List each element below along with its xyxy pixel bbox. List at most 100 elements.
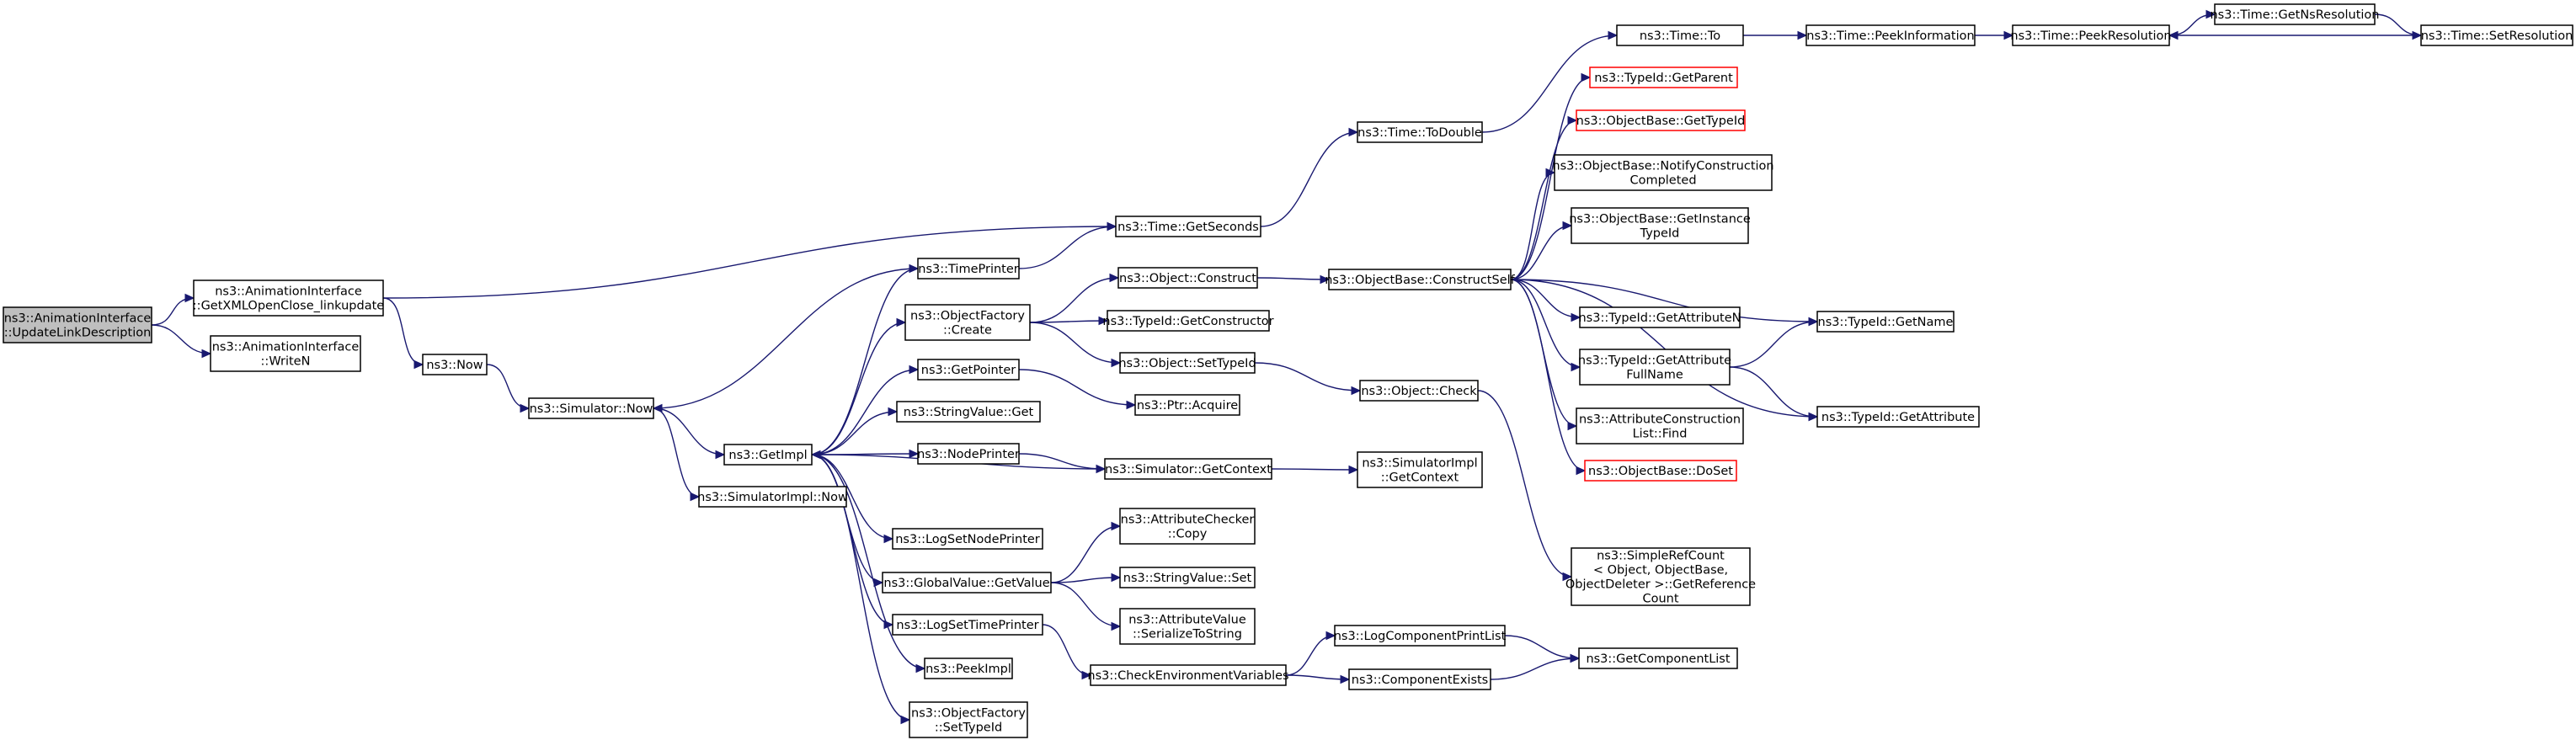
edge-arrowhead (2205, 9, 2216, 19)
edge-getimpl-to-objfactsettypeid (811, 454, 911, 725)
node-box (1584, 460, 1737, 482)
node-timeprinter[interactable]: ns3::TimePrinter (917, 258, 1020, 279)
node-simplerefcount[interactable]: ns3::SimpleRefCount< Object, ObjectBase,… (1565, 547, 1756, 606)
edge-line (1477, 390, 1572, 578)
node-box (3, 306, 152, 343)
node-label: ns3::ObjectFactory (911, 707, 1026, 721)
node-nodeprinter[interactable]: ns3::NodePrinter (917, 443, 1020, 465)
node-simgetcontext[interactable]: ns3::Simulator::GetContext (1104, 458, 1272, 480)
edge-line (1285, 635, 1336, 676)
edge-arrowhead (1808, 412, 1819, 422)
node-getimpl[interactable]: ns3::GetImpl (723, 444, 813, 466)
edge-arrowhead (2168, 30, 2179, 40)
edge-objbaseconstructself-to-objbasegettypeid (1510, 115, 1578, 280)
node-objbasedoset[interactable]: ns3::ObjectBase::DoSet (1584, 460, 1737, 482)
edge-getimpl-to-peekimpl (811, 454, 926, 673)
edge-arrowhead (1571, 312, 1581, 322)
node-timesetres[interactable]: ns3::Time::SetResolution (2420, 24, 2573, 46)
node-peekimpl[interactable]: ns3::PeekImpl (924, 657, 1013, 679)
node-stringvalueset[interactable]: ns3::StringValue::Set (1119, 567, 1256, 588)
node-objsettypeid[interactable]: ns3::Object::SetTypeId (1118, 352, 1256, 374)
node-root[interactable]: ns3::AnimationInterface::UpdateLinkDescr… (3, 306, 152, 343)
edge-timepeekres-to-timegetnsres (2168, 9, 2216, 36)
node-checkenv[interactable]: ns3::CheckEnvironmentVariables (1087, 664, 1289, 686)
edge-line (811, 369, 919, 455)
node-simimplgetcontext[interactable]: ns3::SimulatorImpl::GetContext (1357, 451, 1483, 488)
node-objconstruct[interactable]: ns3::Object::Construct (1117, 267, 1258, 289)
node-typeidgetconstructor[interactable]: ns3::TypeId::GetConstructor (1102, 310, 1274, 332)
edge-arrowhead (1571, 362, 1581, 372)
edge-getxml-to-now (382, 297, 424, 370)
node-attrvalueserialize[interactable]: ns3::AttributeValue::SerializeToString (1119, 608, 1256, 645)
node-typeidgetname[interactable]: ns3::TypeId::GetName (1816, 311, 1955, 333)
node-label: ns3::NodePrinter (917, 448, 1020, 461)
node-now[interactable]: ns3::Now (422, 354, 488, 375)
node-logsettimeprinter[interactable]: ns3::LogSetTimePrinter (892, 614, 1043, 636)
node-typeidgetattributen[interactable]: ns3::TypeId::GetAttributeN (1578, 306, 1741, 328)
node-timeto[interactable]: ns3::Time::To (1616, 24, 1744, 46)
node-getxml[interactable]: ns3::AnimationInterface::GetXMLOpenClose… (193, 279, 384, 317)
node-box (1090, 664, 1287, 686)
node-objfactcreate[interactable]: ns3::ObjectFactory::Create (904, 304, 1031, 341)
node-simimplnow[interactable]: ns3::SimulatorImpl::Now (697, 486, 848, 508)
edge-line (1510, 120, 1577, 280)
node-objfactsettypeid[interactable]: ns3::ObjectFactory::SetTypeId (909, 701, 1028, 738)
node-label: ns3::Time::To (1640, 29, 1720, 43)
node-timegetseconds[interactable]: ns3::Time::GetSeconds (1115, 216, 1261, 237)
edge-simgetcontext-to-simimplgetcontext (1271, 465, 1359, 475)
edge-line (811, 268, 919, 455)
node-writen[interactable]: ns3::AnimationInterface::WriteN (210, 335, 361, 372)
node-objbaseconstructself[interactable]: ns3::ObjectBase::ConstructSelf (1325, 269, 1516, 290)
edge-line (1018, 369, 1136, 406)
node-objcheck[interactable]: ns3::Object::Check (1359, 380, 1479, 402)
node-box (422, 354, 488, 375)
node-stringvalueget[interactable]: ns3::StringValue::Get (896, 401, 1041, 423)
edge-line (1042, 624, 1091, 676)
node-label: ns3::ObjectBase::ConstructSelf (1325, 274, 1515, 287)
edge-line (151, 297, 195, 326)
edge-line (1510, 172, 1555, 280)
node-box (892, 528, 1043, 550)
edge-objbaseconstructself-to-objbasedoset (1510, 279, 1587, 476)
node-label: ::GetContext (1381, 471, 1459, 485)
edge-arrowhead (1109, 273, 1120, 283)
edge-arrowhead (715, 450, 726, 460)
edge-timeprinter-to-simnow (652, 268, 919, 413)
edge-nodeprinter-to-simgetcontext (1018, 453, 1107, 474)
node-typeidgetattribute[interactable]: ns3::TypeId::GetAttribute (1816, 406, 1980, 428)
node-componentexists[interactable]: ns3::ComponentExists (1348, 668, 1491, 690)
node-box (1348, 668, 1491, 690)
edge-arrowhead (1340, 674, 1351, 684)
node-label: ns3::GetImpl (728, 449, 807, 462)
node-label: ns3::TypeId::GetParent (1594, 72, 1733, 85)
node-label: FullName (1626, 369, 1683, 382)
node-box (1554, 154, 1773, 191)
edge-arrowhead (909, 365, 920, 375)
node-logcompprintlist[interactable]: ns3::LogComponentPrintList (1334, 625, 1507, 647)
edge-line (1029, 320, 1108, 323)
node-ptracquire[interactable]: ns3::Ptr::Acquire (1134, 394, 1240, 416)
edge-typeidgetattrfullname-to-typeidgetattribute (1729, 366, 1819, 422)
node-timepeekres[interactable]: ns3::Time::PeekResolution (2010, 24, 2172, 46)
node-timegetnsres[interactable]: ns3::Time::GetNsResolution (2210, 3, 2380, 25)
node-timepeekinfo[interactable]: ns3::Time::PeekInformation (1805, 24, 1976, 46)
node-timetodouble[interactable]: ns3::Time::ToDouble (1357, 121, 1483, 143)
node-objbasenotify[interactable]: ns3::ObjectBase::NotifyConstructionCompl… (1552, 154, 1774, 191)
node-globalvaluegetvalue[interactable]: ns3::GlobalValue::GetValue (882, 572, 1052, 594)
edge-line (653, 268, 919, 409)
edge-line (1050, 582, 1121, 627)
node-box (909, 701, 1028, 738)
node-logsetnodeprinter[interactable]: ns3::LogSetNodePrinter (892, 528, 1043, 550)
node-typeidgetparent[interactable]: ns3::TypeId::GetParent (1589, 67, 1738, 88)
edge-line (653, 407, 700, 498)
node-getcomponentlist[interactable]: ns3::GetComponentList (1578, 647, 1738, 669)
edge-logcompprintlist-to-getcomponentlist (1504, 635, 1581, 663)
node-box (698, 486, 847, 508)
node-simnow[interactable]: ns3::Simulator::Now (528, 397, 654, 419)
node-objbasegettypeid[interactable]: ns3::ObjectBase::GetTypeId (1576, 109, 1746, 131)
node-getpointer[interactable]: ns3::GetPointer (917, 359, 1020, 381)
node-attrcheckercopy[interactable]: ns3::AttributeChecker::Copy (1119, 508, 1256, 545)
